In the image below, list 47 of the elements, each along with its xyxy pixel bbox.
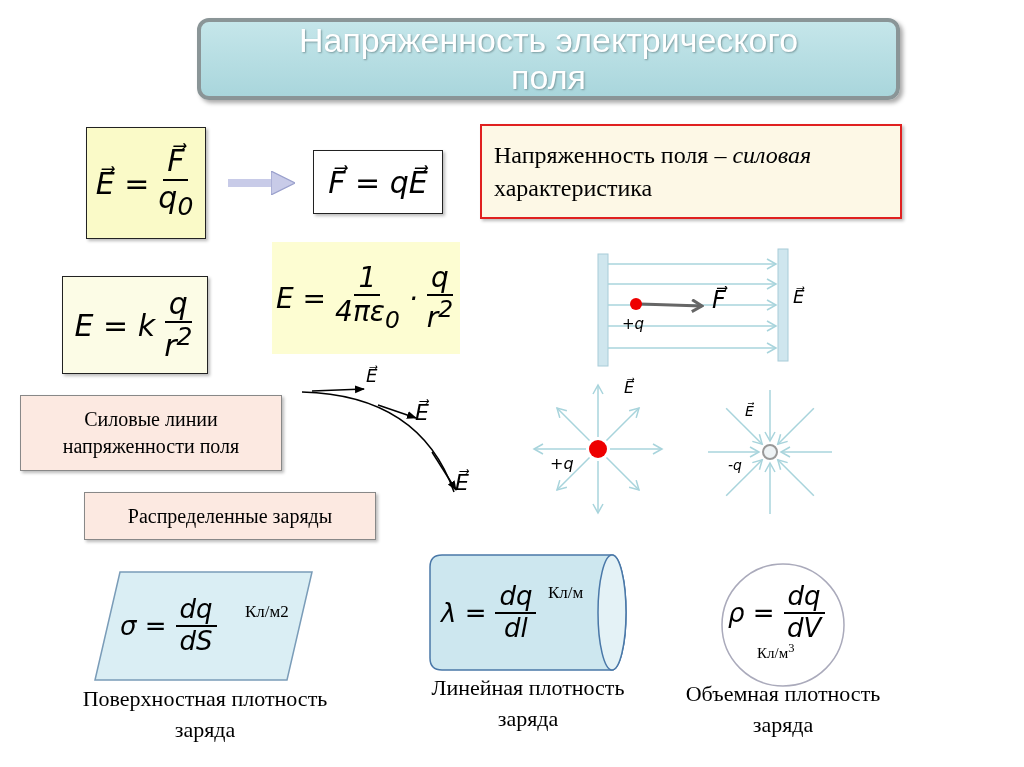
field-vector-label: E⃗ [366, 367, 378, 385]
formula-text: · [408, 281, 418, 315]
text-box [84, 492, 376, 540]
field-vector-label: E⃗ [793, 288, 805, 306]
box-text: Напряженность поля – силовая характеристика [493, 141, 813, 203]
box-text: Распределенные заряды [126, 503, 334, 530]
unit-label: Кл/м [548, 583, 584, 603]
box-text: Силовые линии напряженности поля [61, 407, 241, 460]
field-vector-label: E⃗ [745, 404, 754, 418]
fraction-denominator: dS [179, 627, 213, 657]
title-text: Напряженность электрического поля [297, 21, 800, 97]
formula-text: λ = [441, 597, 487, 628]
fraction-denominator: 4πε$_{0}$ [335, 296, 400, 334]
formula-box [62, 276, 208, 374]
fraction-numerator: q [426, 261, 453, 296]
formula-text: σ = [120, 611, 167, 641]
fraction-numerator: F⃗ [163, 144, 189, 181]
charge-label: +q [622, 317, 645, 332]
unit-label: Кл/м2 [245, 602, 289, 622]
charge-label: +q [550, 456, 574, 472]
text-box [20, 395, 282, 471]
fraction-numerator: q [164, 286, 192, 323]
fraction-numerator: dq [175, 595, 217, 627]
formula-box [313, 150, 443, 214]
unit-label: Кл/м$^{3}$ [757, 641, 795, 662]
fraction-denominator: dl [504, 613, 528, 644]
fraction-denominator: dV [786, 614, 822, 644]
formula-text: F⃗ = qE⃗ [328, 164, 428, 200]
force-label: F⃗ [712, 288, 726, 312]
formula-panel [272, 242, 460, 354]
definition-box [480, 124, 902, 219]
charge-label: -q [728, 458, 742, 472]
fraction-numerator: dq [783, 582, 825, 614]
formula-text: E = [276, 281, 327, 315]
node-label: Поверхностная плотность заряда [81, 685, 329, 744]
formula-box [86, 127, 206, 239]
fraction-denominator: q$_{0}$ [158, 180, 194, 222]
field-vector-label: E⃗ [624, 380, 635, 396]
formula-text: E = k [74, 307, 156, 343]
fraction-denominator: r$^{2}$ [164, 323, 193, 364]
formula-text: ρ = [728, 598, 775, 628]
node-label: Линейная плотность заряда [430, 674, 626, 733]
fraction-denominator: r$^{2}$ [426, 295, 453, 335]
fraction-numerator: dq [495, 581, 537, 614]
formula-text: E⃗ = [95, 165, 150, 201]
node-label: Объемная плотность заряда [684, 680, 882, 739]
fraction-numerator: 1 [354, 262, 381, 297]
